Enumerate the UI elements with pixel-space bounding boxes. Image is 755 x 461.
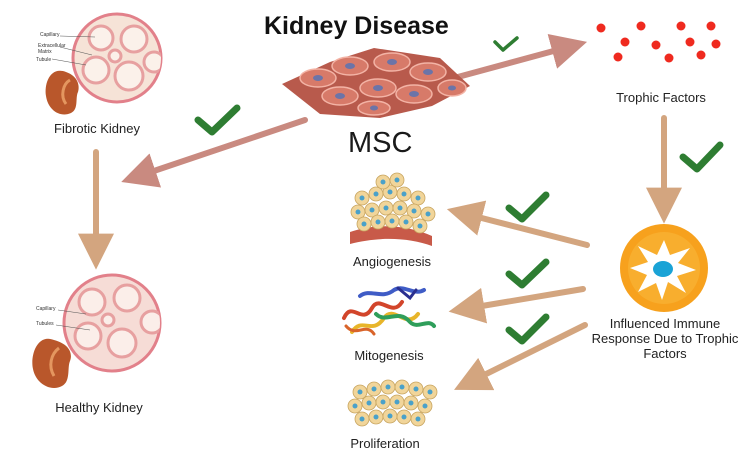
arrow-immune-to-proliferation: [454, 322, 588, 391]
trophic-factor-dots: [596, 21, 721, 63]
fibrotic-kidney-label: Fibrotic Kidney: [54, 121, 140, 136]
check-icon: [679, 141, 724, 173]
healthy-kidney-illustration: [32, 273, 162, 389]
healthy-kidney-label: Healthy Kidney: [55, 400, 143, 415]
healthy-inset-label-capillary: Capillary: [36, 306, 56, 312]
fibrotic-inset-label-tubule: Tubule: [36, 57, 52, 63]
immune-cell-icon: [620, 224, 708, 312]
angiogenesis-illustration: [350, 172, 436, 246]
msc-label: MSC: [348, 127, 413, 159]
cell-sheet-icon: [282, 48, 470, 118]
fibrotic-inset-label-capillary: Capillary: [40, 32, 60, 38]
healthy-inset-label-tubules: Tubules: [36, 321, 54, 327]
trophic-factors-label: Trophic Factors: [616, 90, 706, 105]
angiogenesis-label: Angiogenesis: [352, 254, 432, 269]
arrow-immune-to-angiogenesis: [446, 200, 590, 248]
arrow-immune-to-mitogenesis: [448, 286, 586, 324]
fibrotic-kidney-illustration: [45, 12, 163, 115]
check-icon: [505, 313, 550, 345]
proliferation-illustration: [347, 379, 438, 427]
check-icon: [505, 258, 550, 289]
mitogenesis-label: Mitogenesis: [354, 348, 424, 363]
page-title: Kidney Disease: [264, 12, 449, 40]
proliferation-label: Proliferation: [350, 436, 420, 451]
immune-response-label: Influenced Immune Response Due to Trophi…: [591, 316, 739, 361]
check-icon: [505, 191, 550, 223]
fibrotic-inset-label-matrix: Extracellular Matrix: [38, 43, 66, 55]
check-icon: [493, 36, 519, 52]
protein-structure-icon: [342, 286, 436, 336]
check-icon: [194, 104, 241, 136]
arrow-msc-to-fibrotic: [121, 117, 308, 188]
